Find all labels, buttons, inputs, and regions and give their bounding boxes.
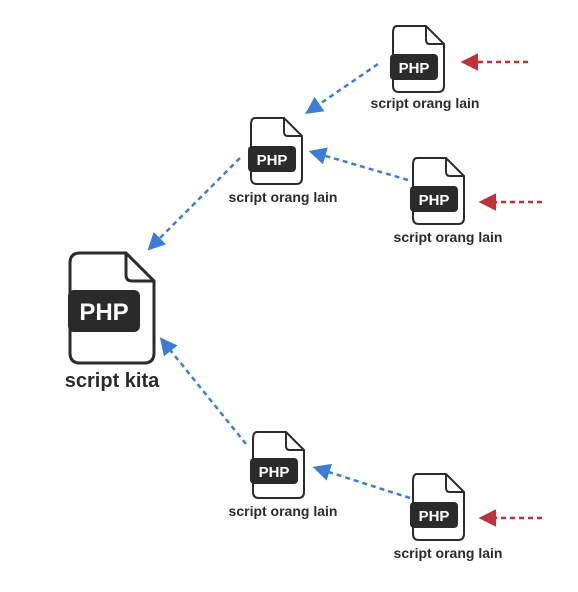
php-file-icon: PHP (390, 25, 445, 93)
node-lib-bottom-a: PHP script orang lain (394, 473, 503, 561)
php-badge-text: PHP (259, 464, 290, 481)
php-file-icon: PHP (248, 117, 303, 185)
node-lib-top: PHP script orang lain (229, 117, 338, 205)
php-file-icon: PHP (410, 473, 465, 541)
node-label-lib-top: script orang lain (229, 189, 338, 205)
arrow-lib-bottom-to-main (159, 337, 247, 445)
php-file-icon: PHP (68, 251, 156, 365)
php-badge-text: PHP (419, 508, 450, 525)
node-label-lib-top-a: script orang lain (371, 95, 480, 111)
node-label-lib-top-b: script orang lain (394, 229, 503, 245)
node-label-main: script kita (65, 370, 160, 392)
node-label-lib-bottom: script orang lain (229, 503, 338, 519)
arrow-lib-bottom-a-to-lib-bottom (312, 463, 411, 500)
arrow-lib-top-to-main (147, 157, 241, 251)
node-lib-top-a: PHP script orang lain (371, 25, 480, 111)
node-label-lib-bottom-a: script orang lain (394, 545, 503, 561)
php-badge-text: PHP (257, 152, 288, 169)
node-lib-top-b: PHP script orang lain (394, 157, 503, 245)
node-main: PHP script kita (65, 251, 160, 392)
php-badge-text: PHP (399, 60, 430, 77)
php-badge-text: PHP (419, 192, 450, 209)
node-lib-bottom: PHP script orang lain (229, 431, 338, 519)
php-file-icon: PHP (250, 431, 305, 499)
arrow-lib-top-a-to-lib-top (305, 62, 379, 114)
php-file-icon: PHP (410, 157, 465, 225)
php-badge-text: PHP (79, 299, 128, 326)
arrow-lib-top-b-to-lib-top (308, 147, 409, 182)
